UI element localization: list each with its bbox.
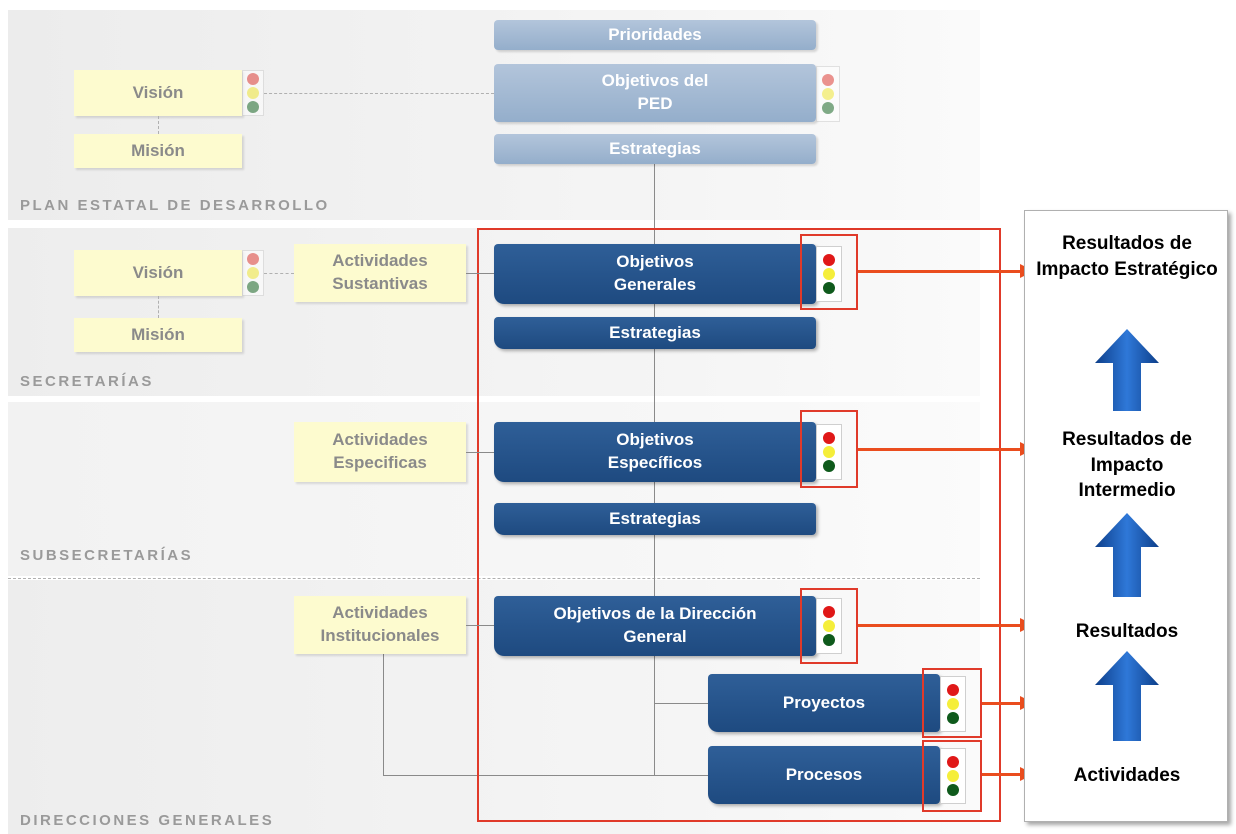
- sec-mision-box: Misión: [74, 318, 242, 352]
- up-arrow-icon: [1095, 651, 1159, 741]
- sec-light-highlight: [800, 234, 858, 310]
- sec-result-arrow: [858, 264, 1034, 278]
- sec-objetivos-traffic-light-icon: [816, 246, 842, 302]
- sec-vision-box: Visión: [74, 250, 242, 296]
- band-label-direcciones: DIRECCIONES GENERALES: [20, 812, 275, 829]
- sec-actividades-link: [466, 273, 494, 274]
- procesos-light-highlight: [922, 740, 982, 812]
- ped-objetivos-traffic-light-icon: [816, 66, 840, 122]
- up-arrow-icon: [1095, 513, 1159, 597]
- dir-actividades-box: Actividades Institucionales: [294, 596, 466, 654]
- sub-objetivos-box: Objetivos Específicos: [494, 422, 816, 482]
- result-impacto-intermedio: Resultados de Impacto Intermedio: [1062, 429, 1192, 502]
- sec-estrategias-box: Estrategias: [494, 317, 816, 349]
- band-label-subsecretarias: SUBSECRETARÍAS: [20, 547, 194, 564]
- sec-vision-traffic-light-icon: [242, 250, 264, 296]
- ped-objetivos-box: Objetivos del PED: [494, 64, 816, 122]
- procesos-connector: [654, 775, 708, 776]
- institucionales-connector-v: [383, 652, 384, 776]
- band-label-ped: PLAN ESTATAL DE DESARROLLO: [20, 197, 330, 214]
- sub-estrategias-box: Estrategias: [494, 503, 816, 535]
- sec-objetivos-box: Objetivos Generales: [494, 244, 816, 304]
- ped-vision-objetivos-link: [264, 93, 494, 94]
- proyectos-box: Proyectos: [708, 674, 940, 732]
- institucionales-connector-h: [383, 775, 655, 776]
- result-actividades: Actividades: [1073, 765, 1181, 786]
- up-arrow-icon: [1095, 329, 1159, 411]
- dir-objetivos-box: Objetivos de la Dirección General: [494, 596, 816, 656]
- ped-vision-mision-link: [158, 116, 159, 134]
- dir-objetivos-traffic-light-icon: [816, 598, 842, 654]
- dir-light-highlight: [800, 588, 858, 664]
- dir-actividades-link: [466, 625, 494, 626]
- procesos-traffic-light-icon: [940, 748, 966, 804]
- sub-actividades-link: [466, 452, 494, 453]
- sub-light-highlight: [800, 410, 858, 488]
- procesos-box: Procesos: [708, 746, 940, 804]
- ped-mision-box: Misión: [74, 134, 242, 168]
- result-impacto-estrategico: Resultados de Impacto Estratégico: [1036, 233, 1218, 280]
- sub-result-arrow: [858, 442, 1034, 456]
- ped-vision-box: Visión: [74, 70, 242, 116]
- sec-vision-actividades-link: [264, 273, 294, 274]
- sec-vision-mision-link: [158, 296, 159, 318]
- proyectos-traffic-light-icon: [940, 676, 966, 732]
- dir-result-arrow: [858, 618, 1034, 632]
- procesos-result-arrow: [982, 767, 1034, 781]
- ped-prioridades-box: Prioridades: [494, 20, 816, 50]
- highlight-frame: [477, 228, 1001, 822]
- proyectos-connector: [654, 703, 708, 704]
- results-panel: Resultados de Impacto Estratégico Result…: [1024, 210, 1228, 822]
- sec-actividades-box: Actividades Sustantivas: [294, 244, 466, 302]
- result-resultados: Resultados: [1075, 621, 1179, 642]
- ped-estrategias-box: Estrategias: [494, 134, 816, 164]
- ped-vision-traffic-light-icon: [242, 70, 264, 116]
- band-divider: [8, 578, 980, 579]
- proyectos-light-highlight: [922, 668, 982, 738]
- proyectos-result-arrow: [982, 696, 1034, 710]
- band-label-secretarias: SECRETARÍAS: [20, 373, 154, 390]
- sub-actividades-box: Actividades Especificas: [294, 422, 466, 482]
- sub-objetivos-traffic-light-icon: [816, 424, 842, 480]
